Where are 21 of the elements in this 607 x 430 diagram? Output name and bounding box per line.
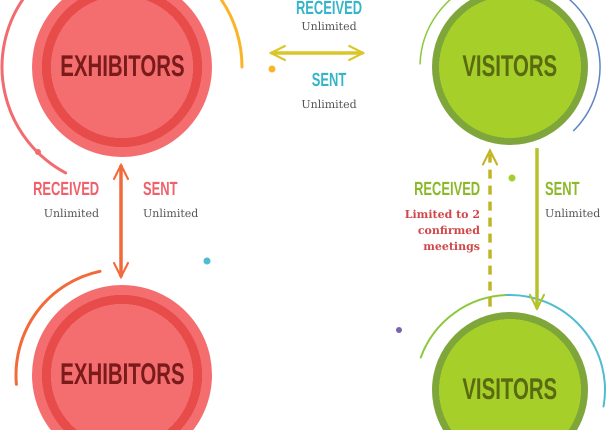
label-text: Limited to 2 confirmed meetings [404, 207, 480, 255]
label-text: Unlimited [143, 207, 198, 220]
node-title: EXHIBITORS [60, 358, 184, 392]
node-title: VISITORS [462, 50, 558, 84]
circle-node [432, 312, 588, 430]
label-text: Unlimited [545, 207, 600, 220]
node-title: EXHIBITORS [60, 50, 184, 84]
label-heading: SENT [310, 70, 348, 92]
label-text: Unlimited [301, 98, 357, 111]
label-heading: RECEIVED [32, 179, 99, 201]
arrow [528, 148, 546, 310]
label-heading: SENT [143, 179, 178, 201]
arrow [270, 44, 364, 62]
label-heading: RECEIVED [294, 0, 364, 20]
node-title: VISITORS [462, 373, 558, 407]
label-text: Unlimited [301, 20, 357, 33]
arrow [112, 164, 130, 278]
arrow [482, 149, 498, 307]
label-heading: SENT [545, 179, 580, 201]
label-text: Unlimited [44, 207, 99, 220]
label-heading: RECEIVED [412, 179, 480, 201]
